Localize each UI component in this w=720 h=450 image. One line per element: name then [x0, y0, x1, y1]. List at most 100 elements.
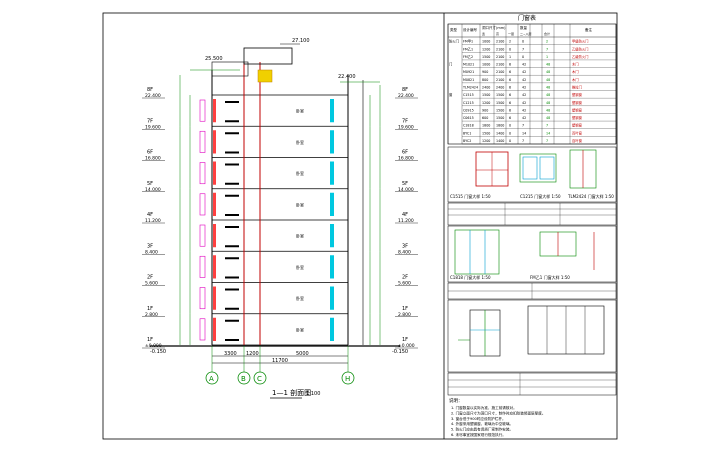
table-cell: 塑钢窗	[572, 107, 583, 112]
table-cell: 48	[546, 108, 550, 112]
table-cell: 7	[546, 47, 548, 51]
table-cell: 木门	[572, 69, 579, 74]
stair-tread	[225, 245, 239, 248]
window-right	[330, 130, 334, 154]
note-line: 1. 门窗数量以实际为准，施工前请核对。	[451, 405, 517, 410]
level-floor-right: 3F	[402, 243, 408, 249]
axis-bubble-B: B	[237, 346, 251, 385]
stair-tread	[225, 163, 239, 166]
red-column	[213, 161, 216, 185]
level-floor-right: 4F	[402, 212, 408, 218]
level-floor-left: 4F	[147, 212, 153, 218]
table-cell: 7	[522, 124, 524, 128]
table-cell: 2400	[496, 86, 504, 90]
table-cell: M1021	[463, 63, 474, 67]
table-cell: 42	[522, 70, 526, 74]
level-elev-left: 22.400	[145, 93, 161, 99]
dim-total: 11700	[272, 358, 288, 364]
table-cell: 1400	[496, 139, 504, 143]
room-tag: 卧室	[296, 264, 304, 270]
stair-tread	[225, 288, 239, 291]
table-cell: 1500	[496, 93, 504, 97]
table-cell: 2	[546, 40, 548, 44]
table-cell: 防火门	[449, 39, 459, 44]
section-scale: 1:100	[306, 391, 320, 397]
detail-label-1: C1515 门窗大样 1:50	[450, 193, 491, 199]
red-column	[213, 192, 216, 216]
window-right	[330, 161, 334, 185]
table-cell: 7	[522, 139, 524, 143]
table-cell: 塑钢窗	[572, 123, 583, 128]
red-column	[213, 286, 216, 310]
axis-bubble-C: C	[253, 346, 267, 385]
room-tag: 卧室	[296, 170, 304, 176]
table-cell: 48	[546, 101, 550, 105]
table-cell: 1500	[496, 101, 504, 105]
red-column	[213, 224, 216, 248]
level-floor-left: 7F	[147, 118, 153, 124]
room-tag: 卧室	[296, 108, 304, 114]
stair-tread	[225, 182, 239, 185]
table-cell: 1	[509, 55, 511, 59]
table-cell: 甲级防火门	[572, 39, 588, 44]
level-elev-left: 5.600	[145, 281, 158, 287]
window-left	[199, 99, 206, 122]
level-elev-left: 2.800	[145, 312, 158, 318]
window-left	[199, 162, 206, 185]
detail-label-2: C1215 门窗大样 1:50	[520, 193, 561, 199]
table-cell: 1000	[482, 40, 490, 44]
table-cell: 木门	[572, 77, 579, 82]
table-cell: 2400	[482, 86, 490, 90]
stair-tread	[225, 257, 239, 260]
table-cell: 1400	[496, 131, 504, 135]
table-cell: 48	[546, 116, 550, 120]
th-sub: 高	[496, 31, 499, 36]
stair-tread	[225, 151, 239, 154]
roof-yellow-mark	[257, 69, 273, 83]
level-floor-right: 6F	[402, 150, 408, 156]
table-cell: FM乙1	[463, 46, 473, 51]
top-elevation: 27.100	[292, 38, 310, 44]
red-column	[213, 317, 216, 341]
table-cell: 6	[509, 86, 511, 90]
window-left	[199, 287, 206, 310]
level-floor-left: 2F	[147, 275, 153, 281]
table-cell: 6	[509, 116, 511, 120]
level-elev-left: 14.000	[145, 187, 161, 193]
sheet-border	[102, 12, 618, 440]
table-cell: 塑钢窗	[572, 92, 583, 97]
level-floor-left: 3F	[147, 243, 153, 249]
table-cell: 2100	[496, 63, 504, 67]
table-cell: 42	[522, 101, 526, 105]
table-cell: 1500	[496, 108, 504, 112]
table-cell: 塑钢窗	[572, 100, 583, 105]
table-cell: 2	[509, 40, 511, 44]
notes-title: 说明：	[449, 397, 463, 404]
level-elev-right: 19.600	[398, 124, 414, 130]
stair-tread	[225, 276, 239, 279]
level-floor-left: 1F	[147, 306, 153, 312]
table-cell: 百叶窗	[572, 130, 583, 135]
stair-tread	[225, 132, 239, 135]
window-right	[330, 255, 334, 279]
notes-list: 1. 门窗数量以实际为准，施工前请核对。2. 门窗立面尺寸为洞口尺寸，制作时应扣…	[451, 405, 545, 437]
level-elev-left: ±0.000	[145, 343, 162, 349]
table-cell: 1200	[482, 47, 490, 51]
table-cell: 1800	[496, 124, 504, 128]
detail-label-3: TLM2424 门窗大样 1:50	[567, 193, 614, 199]
level-floor-left: 5F	[147, 181, 153, 187]
detail-label-5: FM乙1 门窗大样 1:50	[530, 274, 570, 280]
level-elev-right: 11.200	[398, 218, 414, 224]
door-details	[447, 299, 617, 373]
table-cell: 乙级防火门	[572, 54, 588, 59]
stair-tread	[225, 307, 239, 310]
th-type: 类型	[450, 27, 458, 32]
table-cell: 乙级防火门	[572, 46, 588, 51]
stair-tread	[225, 101, 239, 103]
table-title: 门窗表	[518, 14, 536, 22]
table-cell: 2100	[496, 40, 504, 44]
spec-strip-2	[447, 282, 617, 300]
red-column	[213, 99, 216, 123]
section-title: 1—1 剖面图	[272, 388, 311, 397]
